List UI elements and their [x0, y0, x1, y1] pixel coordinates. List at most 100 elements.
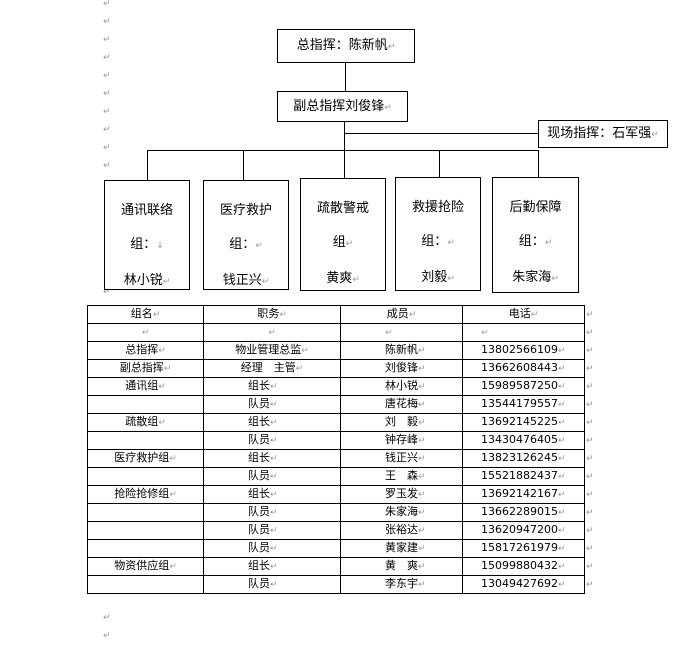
cell-text: 医疗救护组 — [114, 451, 170, 464]
cell-text: 队员 — [248, 397, 270, 410]
table-cell: 总指挥↵ — [87, 341, 204, 360]
row-end-mark: ↵ — [586, 435, 594, 446]
drop-line-3 — [344, 150, 345, 178]
row-end-mark: ↵ — [586, 345, 594, 356]
table-cell — [87, 395, 204, 414]
connector-onsite — [344, 133, 538, 134]
paragraph-mark: ↵ — [103, 143, 111, 153]
table-cell: ↵ — [87, 323, 204, 342]
cell-text: 13049427692 — [481, 577, 558, 590]
table-cell: 朱家海↵ — [340, 503, 463, 522]
connector-deputy-bus — [344, 122, 345, 150]
cell-text: 队员 — [248, 523, 270, 536]
table-cell: 13692145225↵ — [462, 413, 585, 432]
cell-text: 13692142167 — [481, 487, 558, 500]
cell-text: 13802566109 — [481, 343, 558, 356]
group-box-medical: 医疗救护 组：↵ 钱正兴↵ — [203, 180, 289, 290]
group-line: 组： — [518, 234, 545, 249]
paragraph-mark: ↵ — [103, 71, 111, 81]
group-line: 后勤保障 — [509, 200, 562, 215]
cell-text: 13823126245 — [481, 451, 558, 464]
row-end-mark: ↵ — [586, 525, 594, 536]
cell-text: 15989587250 — [481, 379, 558, 392]
table-row: 队员↵钟存峰↵13430476405↵ — [87, 431, 585, 450]
table-cell: 队员↵ — [203, 395, 341, 414]
cell-text: 罗玉发 — [385, 487, 418, 500]
table-cell: ↵ — [462, 323, 585, 342]
cell-text: 组名 — [130, 307, 153, 320]
paragraph-mark: ↵ — [103, 0, 111, 9]
table-cell: 副总指挥↵ — [87, 359, 204, 378]
group-line: 林小锐 — [123, 273, 163, 288]
commander-box: 总指挥：陈新帆↵ — [277, 29, 415, 63]
paragraph-mark: ↵ — [103, 17, 111, 27]
table-row: 队员↵李东宇↵13049427692↵ — [87, 575, 585, 594]
table-row: 总指挥↵物业管理总监↵陈新帆↵13802566109↵ — [87, 341, 585, 360]
table-row: 医疗救护组↵组长↵钱正兴↵13823126245↵ — [87, 449, 585, 468]
cell-text: 13430476405 — [481, 433, 558, 446]
table-cell: 15521882437↵ — [462, 467, 585, 486]
table-cell — [87, 521, 204, 540]
table-cell: 王 森↵ — [340, 467, 463, 486]
cell-text: 朱家海 — [385, 505, 418, 518]
commander-label: 总指挥：陈新帆 — [296, 38, 388, 53]
cell-text: 林小锐 — [385, 379, 418, 392]
paragraph-mark: ↵ — [103, 107, 111, 117]
cell-text: 13662289015 — [481, 505, 558, 518]
cell-text: 物业管理总监 — [235, 343, 302, 356]
group-line: 通讯联络 — [120, 203, 173, 218]
table-cell: 13823126245↵ — [462, 449, 585, 468]
cell-text: 队员 — [248, 577, 270, 590]
cell-text: 张裕达 — [385, 523, 418, 536]
table-cell: 钟存峰↵ — [340, 431, 463, 450]
group-bus-line — [147, 150, 539, 151]
cell-text: 通讯组 — [125, 379, 159, 392]
table-cell: 唐花梅↵ — [340, 395, 463, 414]
table-cell: 15099880432↵ — [462, 557, 585, 576]
cell-text: 刘 毅 — [385, 415, 418, 428]
cell-text: 队员 — [248, 505, 270, 518]
table-cell: 组长↵ — [203, 485, 341, 504]
cell-text: 副总指挥 — [119, 361, 164, 374]
table-cell: 队员↵ — [203, 467, 341, 486]
group-line: 刘毅 — [421, 270, 448, 285]
table-cell: 组长↵ — [203, 377, 341, 396]
table-cell: 组长↵ — [203, 413, 341, 432]
table-cell: 钱正兴↵ — [340, 449, 463, 468]
group-line: 救援抢险 — [411, 200, 464, 215]
table-cell: 13802566109↵ — [462, 341, 585, 360]
cell-text: 李东宇 — [385, 577, 418, 590]
row-end-mark: ↵ — [586, 399, 594, 410]
row-end-mark: ↵ — [586, 309, 594, 320]
cell-text: 疏散组 — [125, 415, 159, 428]
cell-text: 物资供应组 — [114, 559, 170, 572]
cell-text: 钱正兴 — [385, 451, 418, 464]
table-cell: 医疗救护组↵ — [87, 449, 204, 468]
table-row: 副总指挥↵经理 主管↵刘俊锋↵13662608443↵ — [87, 359, 585, 378]
table-row: 抢险抢修组↵组长↵罗玉发↵13692142167↵ — [87, 485, 585, 504]
table-header-row: 组名↵职务↵成员↵电话↵ — [87, 305, 585, 324]
table-cell: 组长↵ — [203, 557, 341, 576]
table-cell: 陈新帆↵ — [340, 341, 463, 360]
cell-text: 队员 — [248, 469, 270, 482]
cell-text: 成员 — [386, 307, 409, 320]
table-cell: 13662608443↵ — [462, 359, 585, 378]
onsite-box: 现场指挥：石军强↵ — [538, 120, 668, 148]
table-cell: 林小锐↵ — [340, 377, 463, 396]
group-line: 黄爽 — [326, 271, 353, 286]
table-cell: 刘俊锋↵ — [340, 359, 463, 378]
paragraph-mark: ↵ — [103, 89, 111, 99]
drop-line-5 — [538, 150, 539, 177]
row-end-mark: ↵ — [586, 543, 594, 554]
table-cell: 黄 爽↵ — [340, 557, 463, 576]
cell-text: 15817261979 — [481, 541, 558, 554]
table-cell: 刘 毅↵ — [340, 413, 463, 432]
table-cell: 队员↵ — [203, 521, 341, 540]
group-box-evacuation: 疏散警戒 组↵ 黄爽↵ — [300, 178, 386, 291]
cell-text: 王 森 — [385, 469, 418, 482]
connector-commander-deputy — [345, 63, 346, 91]
roster-table: 组名↵职务↵成员↵电话↵↵↵↵↵总指挥↵物业管理总监↵陈新帆↵138025661… — [87, 305, 585, 594]
cell-text: 组长 — [248, 487, 270, 500]
group-box-rescue: 救援抢险 组：↵ 刘毅↵ — [395, 177, 481, 291]
group-box-logistics: 后勤保障 组：↵ 朱家海↵ — [492, 177, 579, 293]
